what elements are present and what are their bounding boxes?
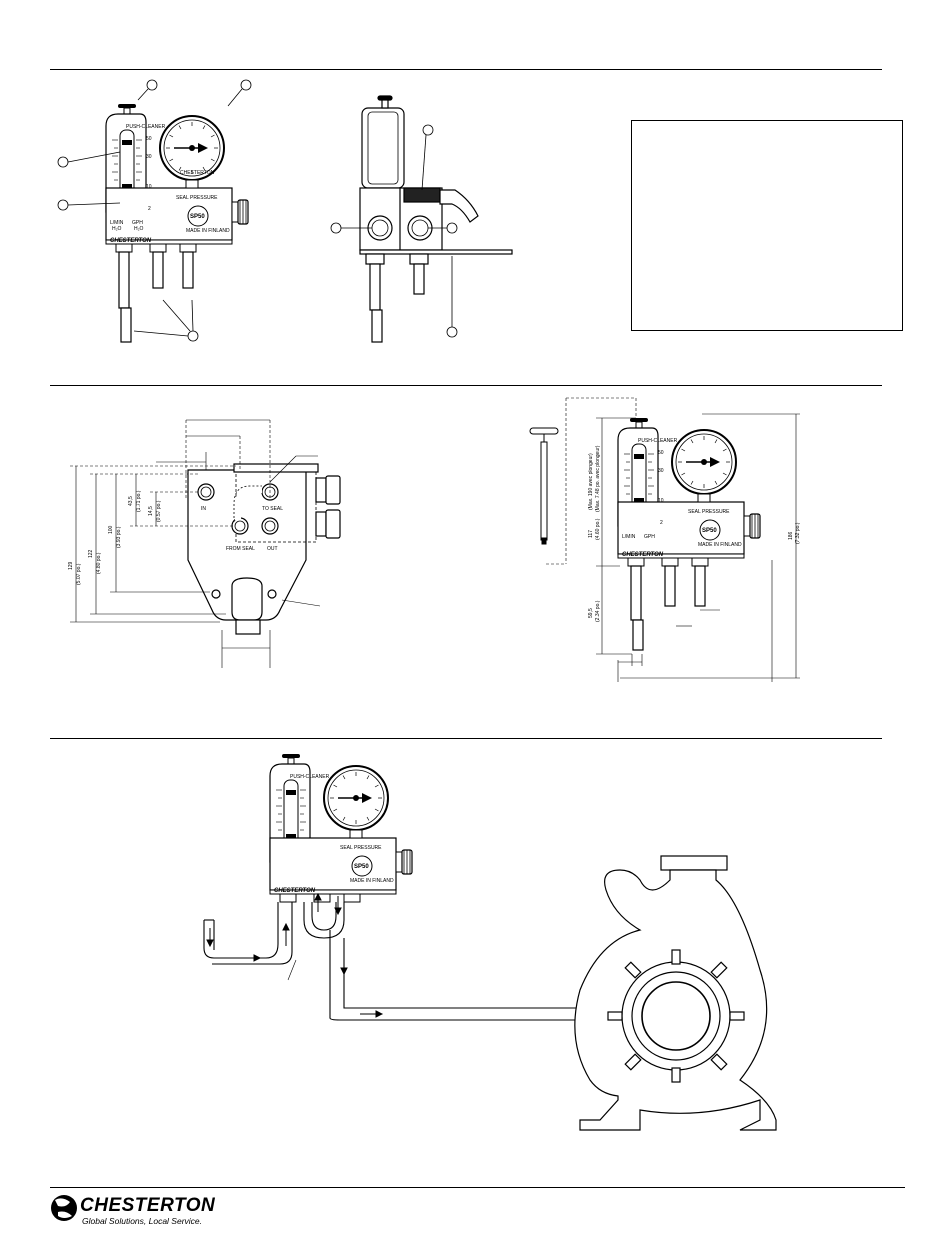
scale-2: 2: [148, 206, 151, 212]
notes-box: [631, 120, 903, 331]
label-made-in-3: MADE IN FINLAND: [350, 878, 394, 884]
chesterton-globe-logo: [51, 1195, 77, 1221]
dim-max: (Max. 190 avec plongeur): [588, 453, 594, 510]
label-unit-right-2: GPH: [644, 534, 655, 540]
front-view-dim-labels: 117 (4.60 po.) (Max. 190 avec plongeur) …: [588, 445, 801, 622]
label-unit-right-sub: H₂O: [134, 226, 144, 232]
footer-divider: [50, 1187, 905, 1188]
installation-piping: [203, 902, 632, 1021]
label-model-2: SP50: [702, 528, 717, 534]
scale-30: 30: [146, 154, 152, 160]
label-seal-pressure-2: SEAL PRESSURE: [688, 509, 730, 515]
dim-122-in: (4.80 po.): [96, 552, 102, 574]
label-brand-3: CHESTERTON: [274, 888, 316, 894]
port-out-label: OUT: [267, 546, 278, 552]
dim-100-in: (3.93 po.): [116, 526, 122, 548]
footer-tagline: Global Solutions, Local Service.: [82, 1216, 203, 1226]
dim-43-in: (1.71 po.): [136, 490, 142, 512]
callout-6: [422, 124, 434, 136]
callout-8: [446, 222, 458, 234]
bracket-dimensions: [70, 419, 321, 668]
bracket-labels: IN TO SEAL FROM SEAL OUT 129 (5.07 po.) …: [68, 490, 283, 585]
label-model-3: SP50: [354, 864, 369, 870]
label-push-cleaner-2: PUSH-CLEANER: [638, 438, 678, 444]
front-view-drawing: PUSH-CLEANER SEAL PRESSURE SP50 MADE IN …: [105, 103, 249, 343]
label-made-in-2: MADE IN FINLAND: [698, 542, 742, 548]
label-unit-left-sub: H₂O: [112, 226, 122, 232]
callouts-side: [330, 124, 458, 338]
dim-14-in: (0.57 po.): [156, 500, 162, 522]
label-brand-2: CHESTERTON: [622, 552, 664, 558]
dim-186: 186: [788, 531, 794, 540]
dim-max-in: (Max. 7.48 po. avec plongeur): [595, 445, 601, 512]
callout-5: [187, 330, 199, 342]
label-made-in: MADE IN FINLAND: [186, 228, 230, 234]
front-view-dimensions: [546, 397, 800, 682]
label-seal-pressure-3: SEAL PRESSURE: [340, 845, 382, 851]
label-unit-left: L/MIN: [110, 220, 124, 226]
label-push-cleaner-3: PUSH-CLEANER: [290, 774, 330, 780]
scale-50-2: 50: [658, 450, 664, 456]
callout-3: [57, 156, 69, 168]
callout-1: [146, 79, 158, 91]
installation-device: PUSH-CLEANER SEAL PRESSURE SP50 MADE IN …: [269, 753, 413, 903]
dim-129: 129: [68, 561, 74, 570]
port-in-label: IN: [201, 506, 206, 512]
callouts-front: [57, 79, 252, 342]
dim-186-in: (7.32 po.): [795, 522, 801, 544]
dim-100: 100: [108, 525, 114, 534]
callout-2: [240, 79, 252, 91]
dim-43: 43,5: [128, 496, 134, 506]
scale-10: 10: [146, 184, 152, 190]
callout-7: [330, 222, 342, 234]
scale-10-2: 10: [658, 498, 664, 504]
bracket-rear-view: [187, 463, 341, 635]
section-divider-top: [50, 69, 882, 70]
label-unit-right: GPH: [132, 220, 143, 226]
dim-59-in: (2.34 po.): [595, 600, 601, 622]
label-brand: CHESTERTON: [110, 238, 152, 244]
dim-117: 117: [588, 530, 594, 538]
dimensioned-front-view: PUSH-CLEANER SEAL PRESSURE SP50 MADE IN …: [617, 417, 761, 651]
footer-brand: CHESTERTON: [80, 1195, 216, 1216]
section-divider-2: [50, 385, 882, 386]
port-to-seal-label: TO SEAL: [262, 506, 283, 512]
label-unit-left-2: L/MIN: [622, 534, 636, 540]
dim-122: 122: [88, 549, 94, 558]
side-view-drawing: [359, 95, 513, 343]
dim-14: 14,5: [148, 506, 154, 516]
callout-9: [446, 326, 458, 338]
callout-4: [57, 199, 69, 211]
scale-30-2: 30: [658, 468, 664, 474]
flow-arrows: [206, 892, 612, 1018]
section-divider-3: [50, 738, 882, 739]
label-seal-pressure: SEAL PRESSURE: [176, 195, 218, 201]
label-model: SP50: [190, 214, 205, 220]
pump-drawing: [574, 855, 777, 1131]
scale-2-2: 2: [660, 520, 663, 526]
plunger-drawing: [529, 427, 559, 545]
gauge-brand: CHESTERTON: [180, 170, 215, 176]
dim-117-in: (4.60 po.): [595, 518, 601, 540]
port-from-seal-label: FROM SEAL: [226, 546, 255, 552]
dim-129-in: (5.07 po.): [76, 563, 82, 585]
scale-50: 50: [146, 136, 152, 142]
dim-59: 59,5: [588, 608, 594, 618]
label-push-cleaner: PUSH-CLEANER: [126, 124, 166, 130]
